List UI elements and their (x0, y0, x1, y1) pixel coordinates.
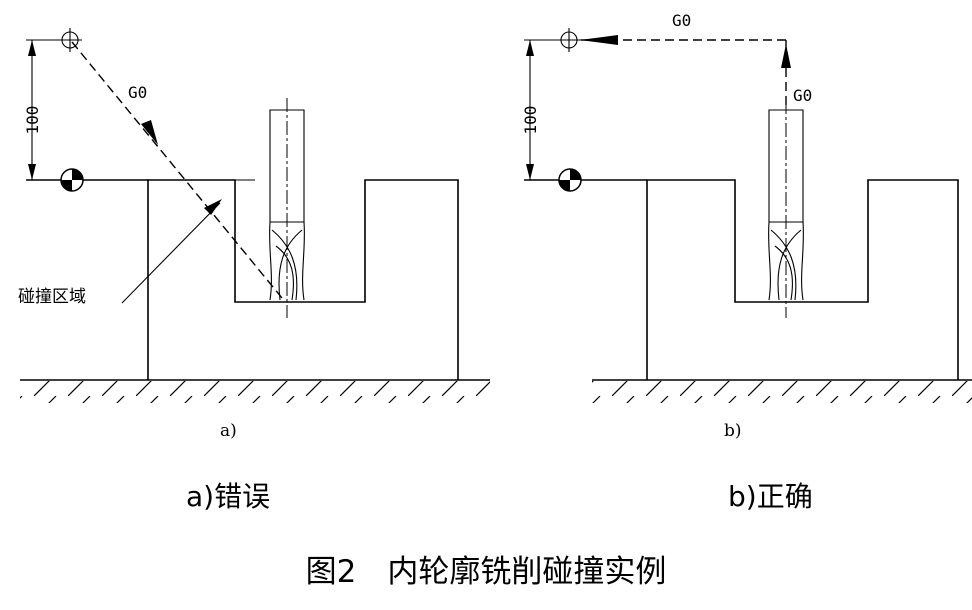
dimension-arrow-bottom (28, 164, 36, 180)
panel-b-sublabel: b) (724, 421, 742, 441)
collision-leader-arrow (204, 199, 222, 215)
dimension-arrow-top (526, 40, 534, 56)
dimension-value: 100 (23, 106, 42, 135)
workpiece-outline (646, 179, 959, 380)
panel-b-caption: b)正确 (728, 480, 813, 513)
panel-b: 100 G0 G0 b) b)正确 (521, 11, 972, 513)
milling-tool (269, 98, 305, 318)
workpiece-outline (147, 179, 459, 380)
start-point-crosshair-icon (557, 28, 581, 52)
collision-leader-line (121, 202, 221, 304)
datum-symbol-icon (60, 168, 84, 192)
figure-caption: 图2 内轮廓铣削碰撞实例 (306, 554, 667, 590)
dimension-arrow-bottom (526, 164, 534, 180)
start-point-crosshair-icon (58, 28, 82, 52)
g0-label: G0 (128, 83, 147, 102)
panel-a-sublabel: a) (220, 421, 237, 441)
g0-diagonal-path (71, 41, 283, 299)
g0-horizontal-label: G0 (672, 11, 691, 30)
dimension-arrow-top (28, 40, 36, 56)
g0-vertical-label: G0 (793, 86, 812, 105)
g0-horizontal-arrow (580, 35, 618, 45)
panel-a-caption: a)错误 (186, 480, 270, 513)
ground-hatching (592, 381, 972, 403)
g0-vertical-arrow (781, 44, 791, 68)
dimension-value: 100 (521, 106, 540, 135)
datum-symbol-icon (558, 168, 582, 192)
panel-a: 100 G0 碰撞区域 a) (18, 28, 490, 513)
ground-hatching (20, 381, 490, 403)
collision-zone-label: 碰撞区域 (18, 287, 86, 307)
milling-tool (768, 100, 804, 318)
g0-direction-arrow (141, 120, 158, 145)
